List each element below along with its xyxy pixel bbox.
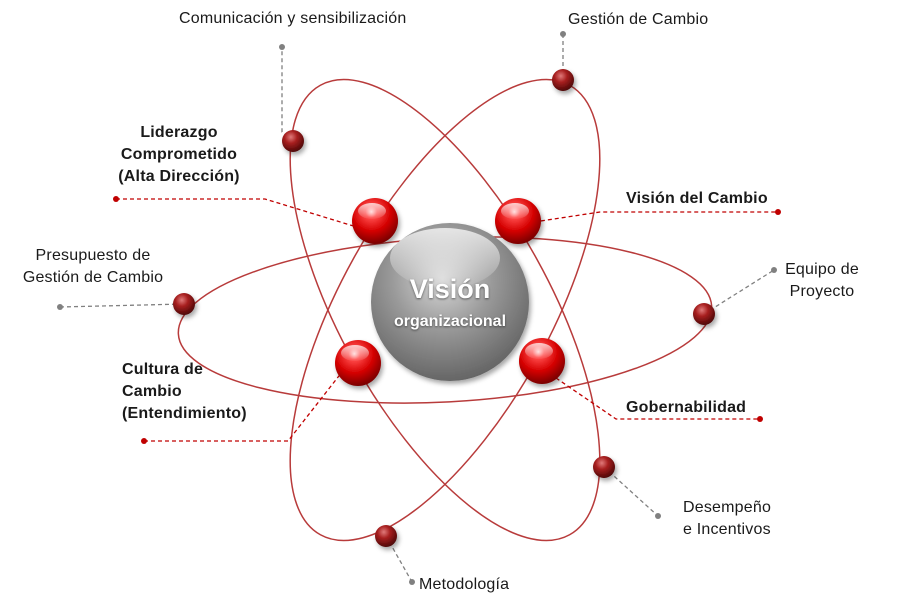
leader-dot-comunicacion bbox=[279, 44, 285, 50]
electrons bbox=[173, 69, 715, 547]
red-leaders bbox=[116, 198, 778, 442]
center-subtitle: organizacional bbox=[393, 313, 507, 330]
sphere-cultura bbox=[335, 340, 381, 386]
leader-dot-cultura bbox=[141, 438, 147, 444]
label-liderazgo: Liderazgo Comprometido (Alta Dirección) bbox=[118, 124, 240, 185]
leader-vision-cambio bbox=[533, 211, 778, 223]
label-comunicacion: Comunicación y sensibilización bbox=[179, 10, 407, 27]
leader-comunicacion bbox=[281, 47, 294, 142]
leader-gobernabilidad bbox=[555, 377, 760, 420]
electron-comunicacion bbox=[282, 130, 304, 152]
leader-equipo bbox=[703, 269, 775, 315]
center-title: Visión bbox=[409, 274, 491, 304]
leader-dot-desempeno bbox=[655, 513, 661, 519]
label-cultura: Cultura de Cambio (Entendimiento) bbox=[122, 361, 247, 422]
label-vision-cambio: Visión del Cambio bbox=[626, 190, 768, 207]
label-gobernabilidad: Gobernabilidad bbox=[626, 399, 747, 416]
sphere-vision-cambio bbox=[495, 198, 541, 244]
label-equipo: Equipo de Proyecto bbox=[785, 261, 859, 300]
center-sphere-highlight bbox=[390, 228, 500, 288]
nucleus bbox=[371, 223, 529, 381]
leader-presupuesto bbox=[59, 303, 185, 308]
label-gestion-cambio: Gestión de Cambio bbox=[568, 11, 709, 28]
label-metodologia: Metodología bbox=[419, 576, 510, 593]
leader-dot-gestion bbox=[560, 31, 566, 37]
leader-dot-metodologia bbox=[409, 579, 415, 585]
electron-gestion bbox=[552, 69, 574, 91]
leader-dot-equipo bbox=[771, 267, 777, 273]
leader-liderazgo bbox=[116, 198, 361, 229]
sphere-gobernabilidad bbox=[519, 338, 565, 384]
leader-dot-vision-cambio bbox=[775, 209, 781, 215]
core-spheres bbox=[335, 198, 565, 386]
electron-desempeno bbox=[593, 456, 615, 478]
label-desempeno: Desempeño e Incentivos bbox=[683, 499, 772, 538]
electron-equipo bbox=[693, 303, 715, 325]
leader-dot-presupuesto bbox=[57, 304, 63, 310]
leader-dot-gobernabilidad bbox=[757, 416, 763, 422]
electron-metodologia bbox=[375, 525, 397, 547]
sphere-liderazgo bbox=[352, 198, 398, 244]
leader-desempeno bbox=[603, 466, 659, 517]
electron-presupuesto bbox=[173, 293, 195, 315]
leader-dot-liderazgo bbox=[113, 196, 119, 202]
leader-cultura bbox=[144, 371, 343, 442]
label-presupuesto: Presupuesto de Gestión de Cambio bbox=[22, 247, 164, 286]
